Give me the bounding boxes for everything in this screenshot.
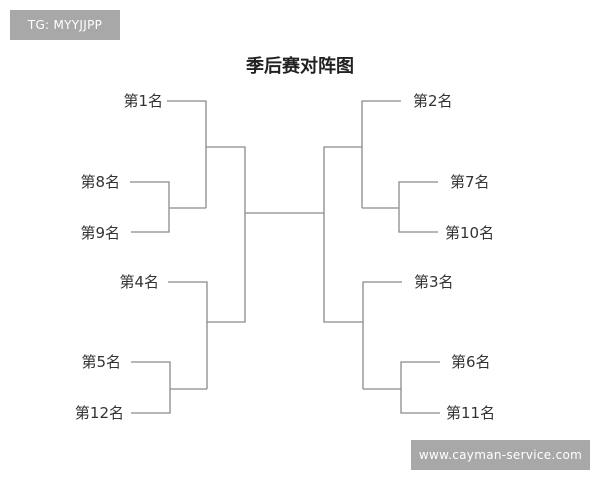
line-seed-2: [361, 100, 401, 208]
seed-label-11: 第11名: [446, 404, 496, 422]
line-seed-3: [362, 281, 402, 389]
seed-label-2: 第2名: [413, 92, 453, 110]
seed-label-12: 第12名: [74, 404, 124, 422]
seed-label-3: 第3名: [414, 273, 454, 291]
diagram-title: 季后赛对阵图: [246, 56, 354, 77]
line-seed-8: [130, 181, 170, 233]
seed-label-7: 第7名: [450, 173, 490, 191]
seed-label-4: 第4名: [119, 273, 159, 291]
line-seed-7: [398, 181, 438, 233]
line-left-semi: [206, 146, 246, 323]
watermark-top: TG: MYYJJPP: [10, 10, 120, 40]
line-seed-4: [168, 281, 208, 389]
line-seed-1: [167, 100, 207, 208]
seed-label-10: 第10名: [445, 224, 495, 242]
line-right-semi: [323, 146, 363, 323]
seed-label-6: 第6名: [451, 353, 491, 371]
line-seed-6: [400, 361, 440, 414]
seed-label-9: 第9名: [80, 224, 120, 242]
line-seed-5: [131, 361, 171, 414]
watermark-bottom: www.cayman-service.com: [411, 440, 590, 470]
seed-label-1: 第1名: [123, 92, 163, 110]
seed-label-5: 第5名: [81, 353, 121, 371]
seed-label-8: 第8名: [80, 173, 120, 191]
